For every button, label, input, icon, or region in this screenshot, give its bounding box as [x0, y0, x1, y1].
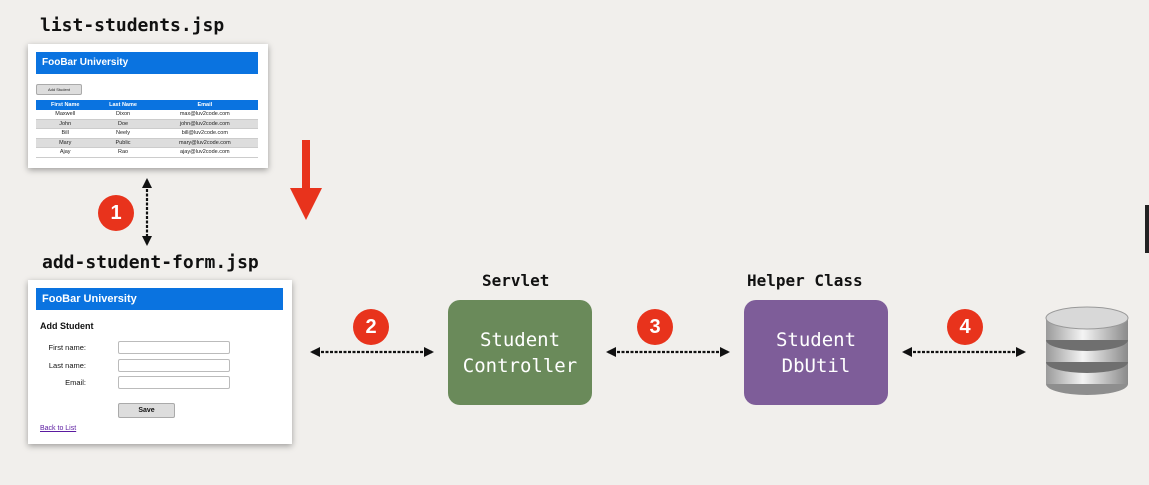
add-student-button[interactable]: Add Student — [36, 84, 82, 95]
step-2-badge: 2 — [353, 309, 389, 345]
edge-marker — [1145, 205, 1149, 253]
list-page-brand-bar: FooBar University — [36, 52, 258, 74]
first-name-field[interactable] — [118, 341, 230, 354]
cell-first-name: Bill — [36, 128, 95, 139]
step-4-badge: 4 — [947, 309, 983, 345]
helper-class-label: Helper Class — [747, 271, 863, 290]
email-field[interactable] — [118, 376, 230, 389]
step-1-badge: 1 — [98, 195, 134, 231]
last-name-field[interactable] — [118, 359, 230, 372]
form-page-brand-bar: FooBar University — [36, 288, 283, 310]
add-student-form-file-label: add-student-form.jsp — [42, 252, 259, 273]
table-row: John Doe john@luv2code.com — [36, 119, 258, 129]
cell-email: max@luv2code.com — [151, 110, 258, 120]
table-row: Maxwell Dixon max@luv2code.com — [36, 110, 258, 120]
student-dbutil-line1: Student — [775, 328, 857, 351]
cell-email: john@luv2code.com — [151, 119, 258, 129]
cell-email: ajay@luv2code.com — [151, 147, 258, 158]
cell-last-name: Public — [94, 138, 152, 148]
add-student-form-page-thumbnail: FooBar University Add Student First name… — [28, 280, 292, 444]
cell-last-name: Doe — [94, 119, 152, 129]
cell-first-name: John — [36, 119, 95, 129]
cell-email: bill@luv2code.com — [151, 128, 258, 139]
red-down-arrow-icon — [290, 140, 322, 220]
list-students-file-label: list-students.jsp — [40, 15, 225, 36]
cell-last-name: Rao — [94, 147, 152, 158]
column-header-last-name: Last Name — [94, 100, 152, 110]
last-name-label: Last name: — [48, 361, 86, 370]
cell-first-name: Ajay — [36, 147, 95, 158]
table-row: Bill Neely bill@luv2code.com — [36, 128, 258, 139]
cell-last-name: Dixon — [94, 110, 152, 120]
column-header-first-name: First Name — [36, 100, 95, 110]
first-name-label: First name: — [48, 343, 86, 352]
table-row: Ajay Rao ajay@luv2code.com — [36, 147, 258, 158]
cell-first-name: Mary — [36, 138, 95, 148]
column-header-email: Email — [151, 100, 258, 110]
list-students-page-thumbnail: FooBar University Add Student First Name… — [28, 44, 268, 168]
cell-first-name: Maxwell — [36, 110, 95, 120]
student-dbutil-line2: DbUtil — [781, 354, 851, 377]
back-to-list-link[interactable]: Back to List — [40, 425, 77, 432]
email-label: Email: — [65, 378, 86, 387]
student-dbutil-box: Student DbUtil — [744, 300, 888, 405]
step-3-badge: 3 — [637, 309, 673, 345]
student-controller-box: Student Controller — [448, 300, 592, 405]
database-icon — [1045, 306, 1129, 395]
servlet-label: Servlet — [482, 271, 550, 290]
student-controller-line1: Student — [479, 328, 561, 351]
cell-last-name: Neely — [94, 128, 152, 139]
save-button[interactable]: Save — [118, 403, 175, 418]
table-row: Mary Public mary@luv2code.com — [36, 138, 258, 148]
student-controller-line2: Controller — [462, 354, 578, 377]
cell-email: mary@luv2code.com — [151, 138, 258, 148]
students-table: First Name Last Name Email Maxwell Dixon… — [36, 100, 258, 158]
form-heading: Add Student — [40, 321, 94, 331]
